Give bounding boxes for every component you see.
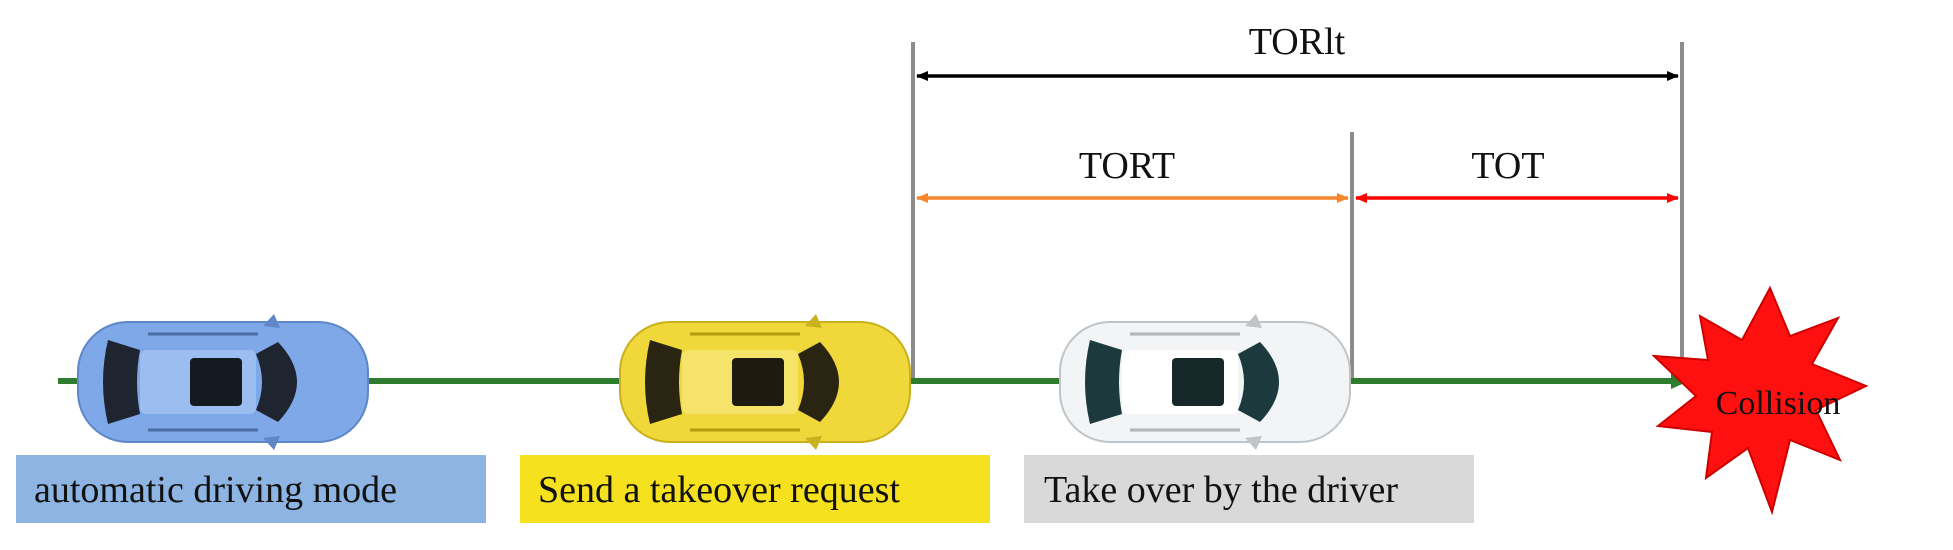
stage-takeover-request: Send a takeover request	[520, 455, 990, 523]
stage-takeover-request-label: Send a takeover request	[538, 469, 900, 511]
blue-car-icon	[77, 314, 369, 450]
collision-label: Collision	[1716, 385, 1841, 422]
tot-label: TOT	[1471, 145, 1544, 187]
stage-automatic-driving-label: automatic driving mode	[34, 469, 397, 511]
torlt-label: TORlt	[1249, 21, 1346, 63]
white-car-icon	[1059, 314, 1351, 450]
yellow-car-icon	[619, 314, 911, 450]
collision-burst-icon	[1651, 285, 1869, 516]
stage-driver-takeover: Take over by the driver	[1024, 455, 1474, 523]
stage-automatic-driving: automatic driving mode	[16, 455, 486, 523]
stage-driver-takeover-label: Take over by the driver	[1044, 469, 1398, 511]
tort-label: TORT	[1079, 145, 1175, 187]
